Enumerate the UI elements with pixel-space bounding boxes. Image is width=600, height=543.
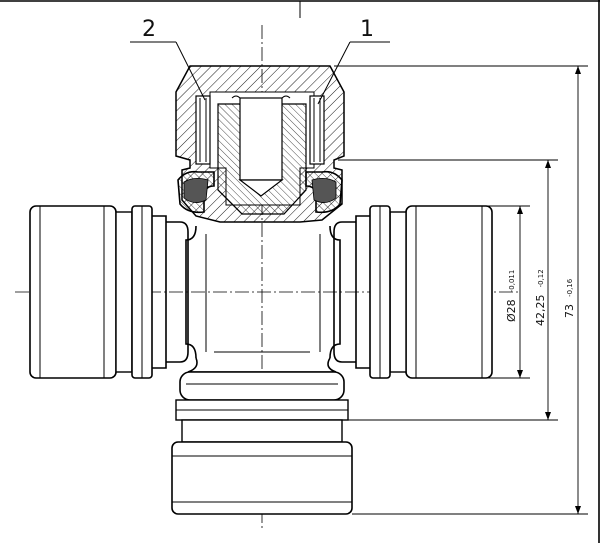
dim-d28-value: Ø28 (505, 299, 518, 322)
dim-42-value: 42,25 (534, 295, 547, 327)
dimension-d28: Ø28 -0,011 (410, 205, 530, 379)
cross-body (185, 225, 341, 359)
needle-roller-right (309, 95, 325, 165)
callout-label-2: 2 (142, 17, 156, 42)
needle-roller-left (195, 95, 211, 165)
bearing-cup-left (29, 205, 189, 379)
bearing-cup-right (333, 205, 493, 379)
dim-d28-tolerance: -0,011 (508, 270, 516, 293)
dim-42-tolerance: -0,12 (537, 269, 545, 287)
dimension-73: 73 -0,16 (334, 65, 588, 515)
bearing-cup-bottom (171, 357, 353, 515)
svg-text:42,25 -0,12: 42,25 -0,12 (529, 269, 548, 326)
dimension-42-25: 42,25 -0,12 (338, 159, 558, 421)
callout-label-1: 1 (360, 17, 374, 42)
svg-text:Ø28 -0,011: Ø28 -0,011 (500, 270, 519, 322)
dim-73-value: 73 (563, 304, 576, 318)
dim-73-tolerance: -0,16 (566, 278, 574, 297)
bearing-cup-section (175, 65, 345, 223)
callout-2: 2 (130, 17, 206, 101)
callout-1: 1 (317, 17, 390, 105)
svg-text:73 -0,16: 73 -0,16 (558, 278, 577, 318)
